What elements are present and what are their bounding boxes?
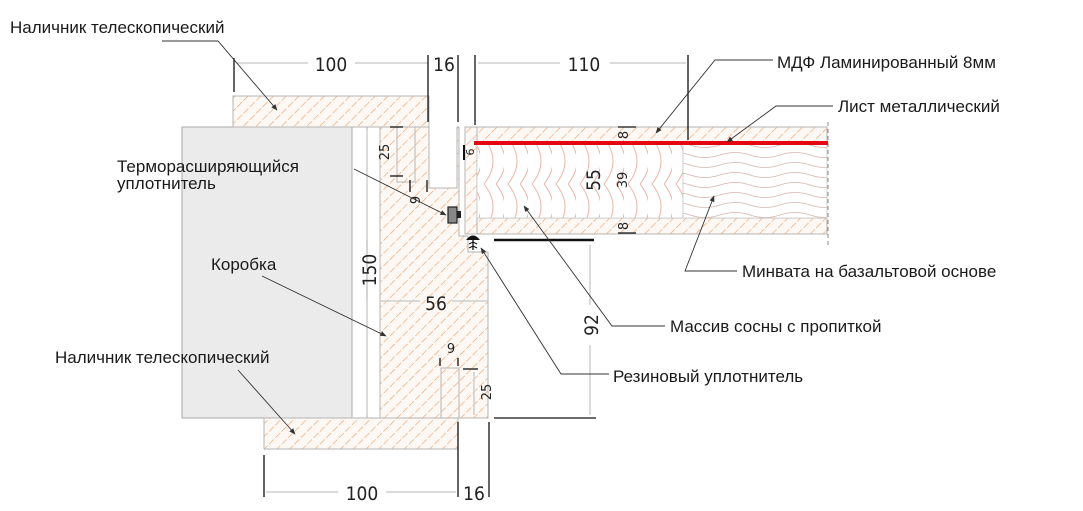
label-mineral-wool: Минвата на базальтовой основе — [742, 262, 996, 281]
thermal-seal-icon — [447, 206, 461, 224]
mineral-wool-core — [682, 142, 828, 219]
dim-rebate: 92 — [581, 314, 603, 336]
label-metal-sheet: Лист металлический — [838, 97, 1000, 116]
dim-leaf-width: 110 — [568, 54, 601, 76]
label-thermal-seal-2: уплотнитель — [117, 174, 216, 193]
dim-mdf-top: 8 — [617, 131, 632, 139]
leader-mineral-wool — [684, 195, 737, 272]
label-rubber-seal: Резиновый уплотнитель — [613, 367, 803, 386]
mdf-bottom — [464, 217, 828, 235]
dim-core-thickness: 39 — [616, 172, 631, 189]
dim-frame-depth: 150 — [359, 254, 381, 287]
leader-bottom-architrave — [237, 369, 296, 435]
dim-slot-width-bottom: 9 — [447, 342, 455, 357]
dim-slot-depth-top: 25 — [378, 144, 393, 161]
label-pine: Массив сосны с пропиткой — [670, 317, 881, 336]
dim-bottom-gap: 16 — [463, 483, 485, 505]
leader-top-architrave — [162, 40, 278, 111]
dim-mdf-bottom: 8 — [617, 222, 632, 230]
frame-slot-bottom — [440, 367, 460, 419]
dim-slot-depth-bottom: 25 — [480, 384, 495, 401]
leader-mdf — [655, 59, 773, 134]
mdf-top — [464, 126, 828, 144]
leader-metal-sheet — [726, 105, 833, 143]
bottom-architrave — [263, 417, 459, 450]
leader-thermal-seal — [353, 168, 447, 216]
leader-pine — [523, 205, 665, 327]
label-frame-box: Коробка — [211, 255, 277, 274]
label-mdf: МДФ Ламинированный 8мм — [777, 53, 996, 72]
dim-bottom-architrave: 100 — [346, 483, 379, 505]
leader-frame-box — [261, 275, 387, 337]
dim-frame-width: 56 — [425, 293, 447, 315]
label-thermal-seal-1: Терморасширяющийся — [117, 157, 299, 176]
rubber-seal-icon — [466, 235, 480, 250]
label-bottom-architrave: Наличник телескопический — [55, 348, 269, 367]
leader-rubber-seal — [480, 247, 609, 375]
label-top-architrave: Наличник телескопический — [10, 18, 224, 37]
dim-top-architrave: 100 — [315, 54, 348, 76]
dim-seal-offset: 6 — [464, 149, 477, 156]
dim-top-gap: 16 — [433, 54, 455, 76]
frame-box — [379, 126, 489, 419]
pine-core — [476, 142, 684, 219]
top-architrave — [232, 95, 430, 128]
wall-panel — [181, 126, 353, 419]
frame-slot-top — [396, 126, 416, 183]
dim-leaf-thickness: 55 — [583, 169, 605, 191]
